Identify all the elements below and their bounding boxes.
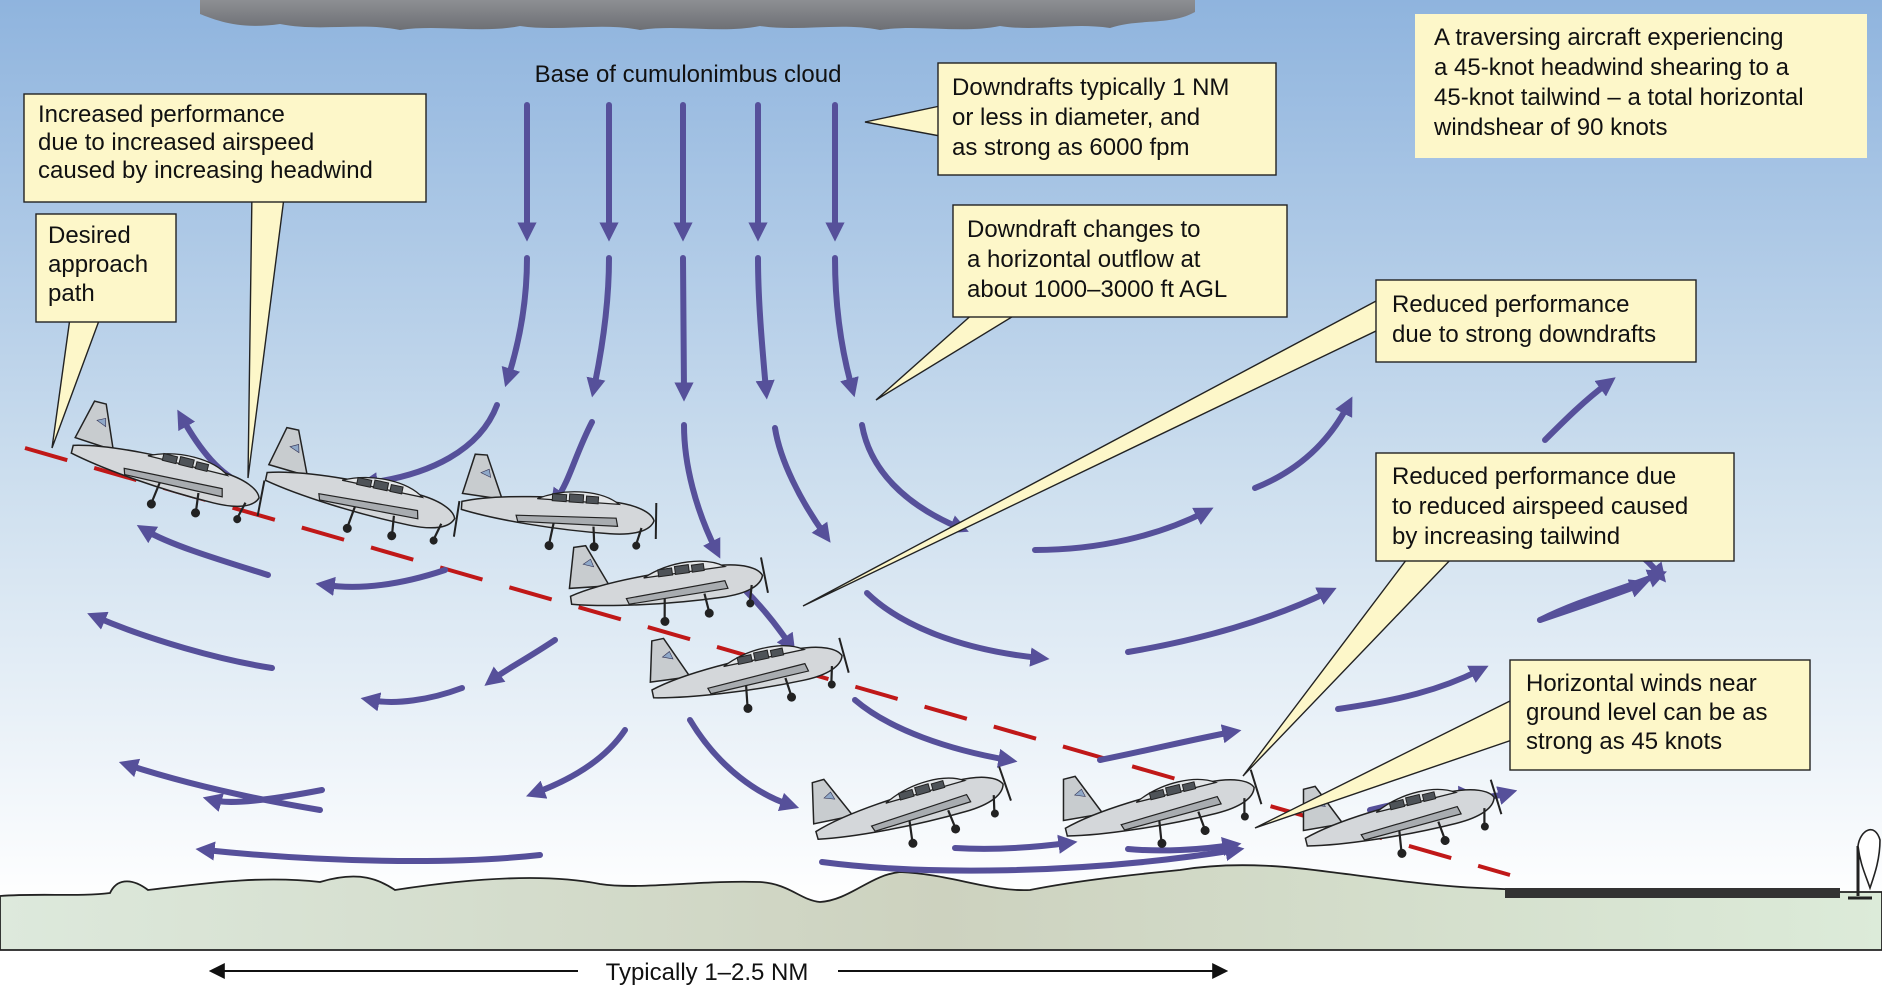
callout-increased-performance: Increased performance due to increased a…: [23, 93, 427, 479]
callout-ground-winds: Horizontal winds near ground level can b…: [1254, 659, 1811, 829]
approach-path: [24, 446, 1511, 877]
callout-line: windshear of 90 knots: [1433, 114, 1667, 141]
cloud-icon: [200, 0, 1195, 30]
callout-line: 45-knot tailwind – a total horizontal: [1434, 84, 1804, 111]
callout-line: Downdraft changes to: [967, 216, 1200, 243]
callout-line: Increased performance: [38, 101, 285, 128]
callout-line: Downdrafts typically 1 NM: [952, 74, 1229, 101]
runway-icon: [1505, 888, 1840, 898]
callout-horizontal-outflow: Downdraft changes to a horizontal outflo…: [875, 204, 1288, 401]
callout-line: to reduced airspeed caused: [1392, 493, 1688, 520]
callout-line: Reduced performance due: [1392, 463, 1676, 490]
callout-reduced-tailwind: Reduced performance due to reduced airsp…: [1242, 452, 1735, 777]
callout-traversing-aircraft: A traversing aircraft experiencing a 45-…: [1415, 14, 1867, 158]
callout-line: A traversing aircraft experiencing: [1434, 24, 1784, 51]
callout-line: about 1000–3000 ft AGL: [967, 276, 1227, 303]
callout-line: due to increased airspeed: [38, 129, 314, 156]
downdraft-arrows: [358, 102, 969, 653]
distance-indicator: Typically 1–2.5 NM: [208, 959, 1229, 986]
callout-line: as strong as 6000 fpm: [952, 134, 1189, 161]
callout-line: Reduced performance: [1392, 291, 1629, 318]
callout-line: approach: [48, 251, 148, 278]
callout-line: strong as 45 knots: [1526, 728, 1722, 755]
callout-line: a horizontal outflow at: [967, 246, 1201, 273]
callout-line: caused by increasing headwind: [38, 157, 373, 184]
callout-line: due to strong downdrafts: [1392, 321, 1656, 348]
callout-desired-path: Desired approach path: [35, 213, 177, 449]
callout-line: Horizontal winds near: [1526, 670, 1757, 697]
callout-line: Desired: [48, 222, 131, 249]
callout-line: path: [48, 280, 95, 307]
callout-downdrafts-size: Downdrafts typically 1 NM or less in dia…: [864, 62, 1277, 176]
callout-line: ground level can be as: [1526, 699, 1768, 726]
callout-line: or less in diameter, and: [952, 104, 1200, 131]
cloud-label: Base of cumulonimbus cloud: [535, 61, 842, 88]
callout-reduced-downdrafts: Reduced performance due to strong downdr…: [802, 279, 1697, 607]
callout-line: by increasing tailwind: [1392, 523, 1620, 550]
windsock-icon: [1848, 828, 1881, 900]
distance-label: Typically 1–2.5 NM: [606, 959, 809, 986]
terrain: [0, 864, 1882, 951]
callout-line: a 45-knot headwind shearing to a: [1434, 54, 1790, 81]
